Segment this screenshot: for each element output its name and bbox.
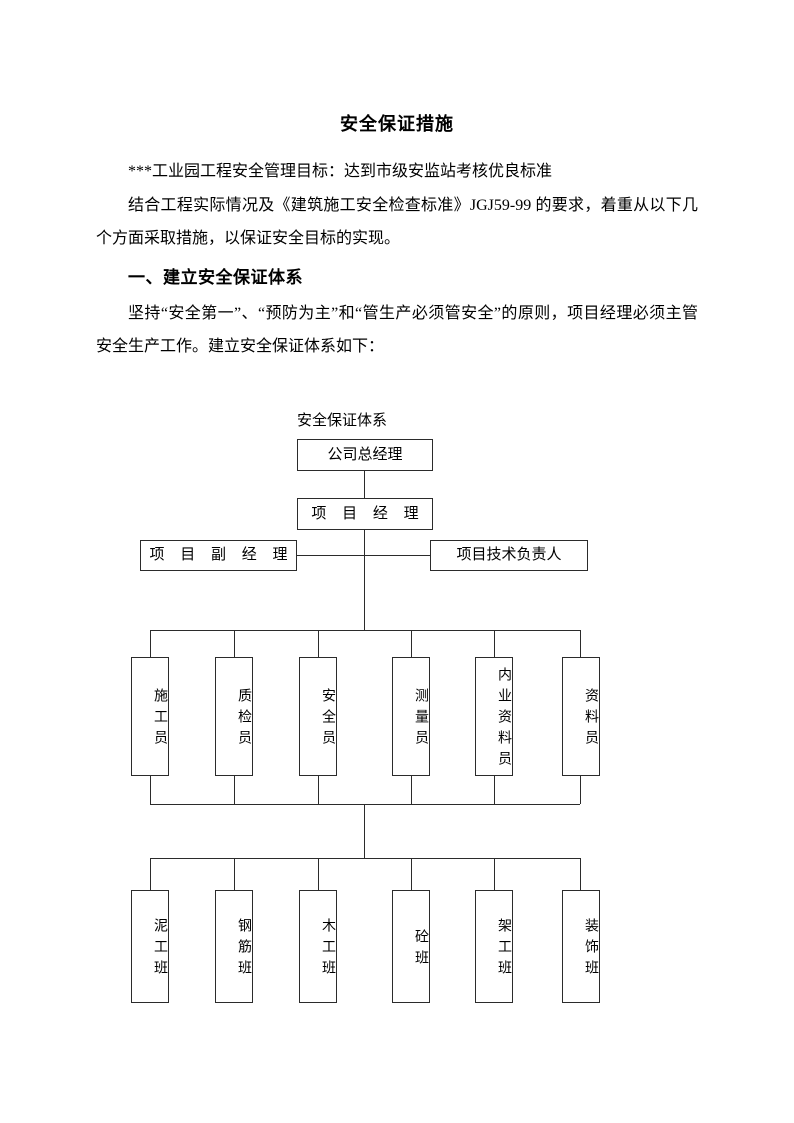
node-internal-documentation-officer: 内业资料员	[475, 657, 513, 776]
paragraph-standard: 结合工程实际情况及《建筑施工安全检查标准》JGJ59-99 的要求，着重从以下几…	[96, 197, 698, 248]
org-chart: 安全保证体系 公司总经理 项 目 经 理 项 目 副 经 理 项目技术负责人 施…	[0, 404, 794, 1044]
drop-l5-6	[580, 858, 581, 890]
drop-l4-2	[234, 630, 235, 657]
node-surveyor: 测量员	[392, 657, 430, 776]
drop-l5-2	[234, 858, 235, 890]
node-carpentry-team: 木工班	[299, 890, 337, 1003]
drop-l5-1	[150, 858, 151, 890]
node-construction-officer: 施工员	[131, 657, 169, 776]
section-heading-1: 一、建立安全保证体系	[128, 268, 303, 288]
drop-l4-6	[580, 630, 581, 657]
node-technical-director: 项目技术负责人	[430, 540, 588, 571]
drop-l5-4	[411, 858, 412, 890]
drop-l4-1	[150, 630, 151, 657]
node-concrete-team: 砼班	[392, 890, 430, 1003]
connector-l2-trunk	[364, 530, 365, 630]
page-title: 安全保证措施	[340, 114, 454, 134]
bus-l4-collector	[150, 804, 580, 805]
node-documentation-officer: 资料员	[562, 657, 600, 776]
riser-l4-6	[580, 776, 581, 804]
connector-l3-horizontal	[297, 555, 430, 556]
riser-l4-1	[150, 776, 151, 804]
node-safety-officer: 安全员	[299, 657, 337, 776]
node-decoration-team: 装饰班	[562, 890, 600, 1003]
node-masonry-team: 泥工班	[131, 890, 169, 1003]
connector-l4-l5	[364, 804, 365, 858]
drop-l4-4	[411, 630, 412, 657]
riser-l4-2	[234, 776, 235, 804]
node-company-general-manager: 公司总经理	[297, 439, 433, 471]
drop-l4-3	[318, 630, 319, 657]
document-body: 安全保证措施 ***工业园工程安全管理目标：达到市级安监站考核优良标准 结合工程…	[96, 112, 698, 364]
org-chart-caption: 安全保证体系	[297, 413, 388, 429]
node-quality-inspector: 质检员	[215, 657, 253, 776]
node-rebar-team: 钢筋班	[215, 890, 253, 1003]
node-scaffolding-team: 架工班	[475, 890, 513, 1003]
drop-l5-3	[318, 858, 319, 890]
riser-l4-4	[411, 776, 412, 804]
paragraph-principle: 坚持“安全第一”、“预防为主”和“管生产必须管安全”的原则，项目经理必须主管安全…	[96, 305, 698, 356]
node-deputy-project-manager: 项 目 副 经 理	[140, 540, 297, 571]
drop-l5-5	[494, 858, 495, 890]
bus-l5-horizontal	[150, 858, 580, 859]
riser-l4-3	[318, 776, 319, 804]
node-project-manager: 项 目 经 理	[297, 498, 433, 530]
drop-l4-5	[494, 630, 495, 657]
riser-l4-5	[494, 776, 495, 804]
connector-l1-l2	[364, 471, 365, 498]
bus-l4-horizontal	[150, 630, 580, 631]
paragraph-goal: ***工业园工程安全管理目标：达到市级安监站考核优良标准	[128, 163, 553, 181]
